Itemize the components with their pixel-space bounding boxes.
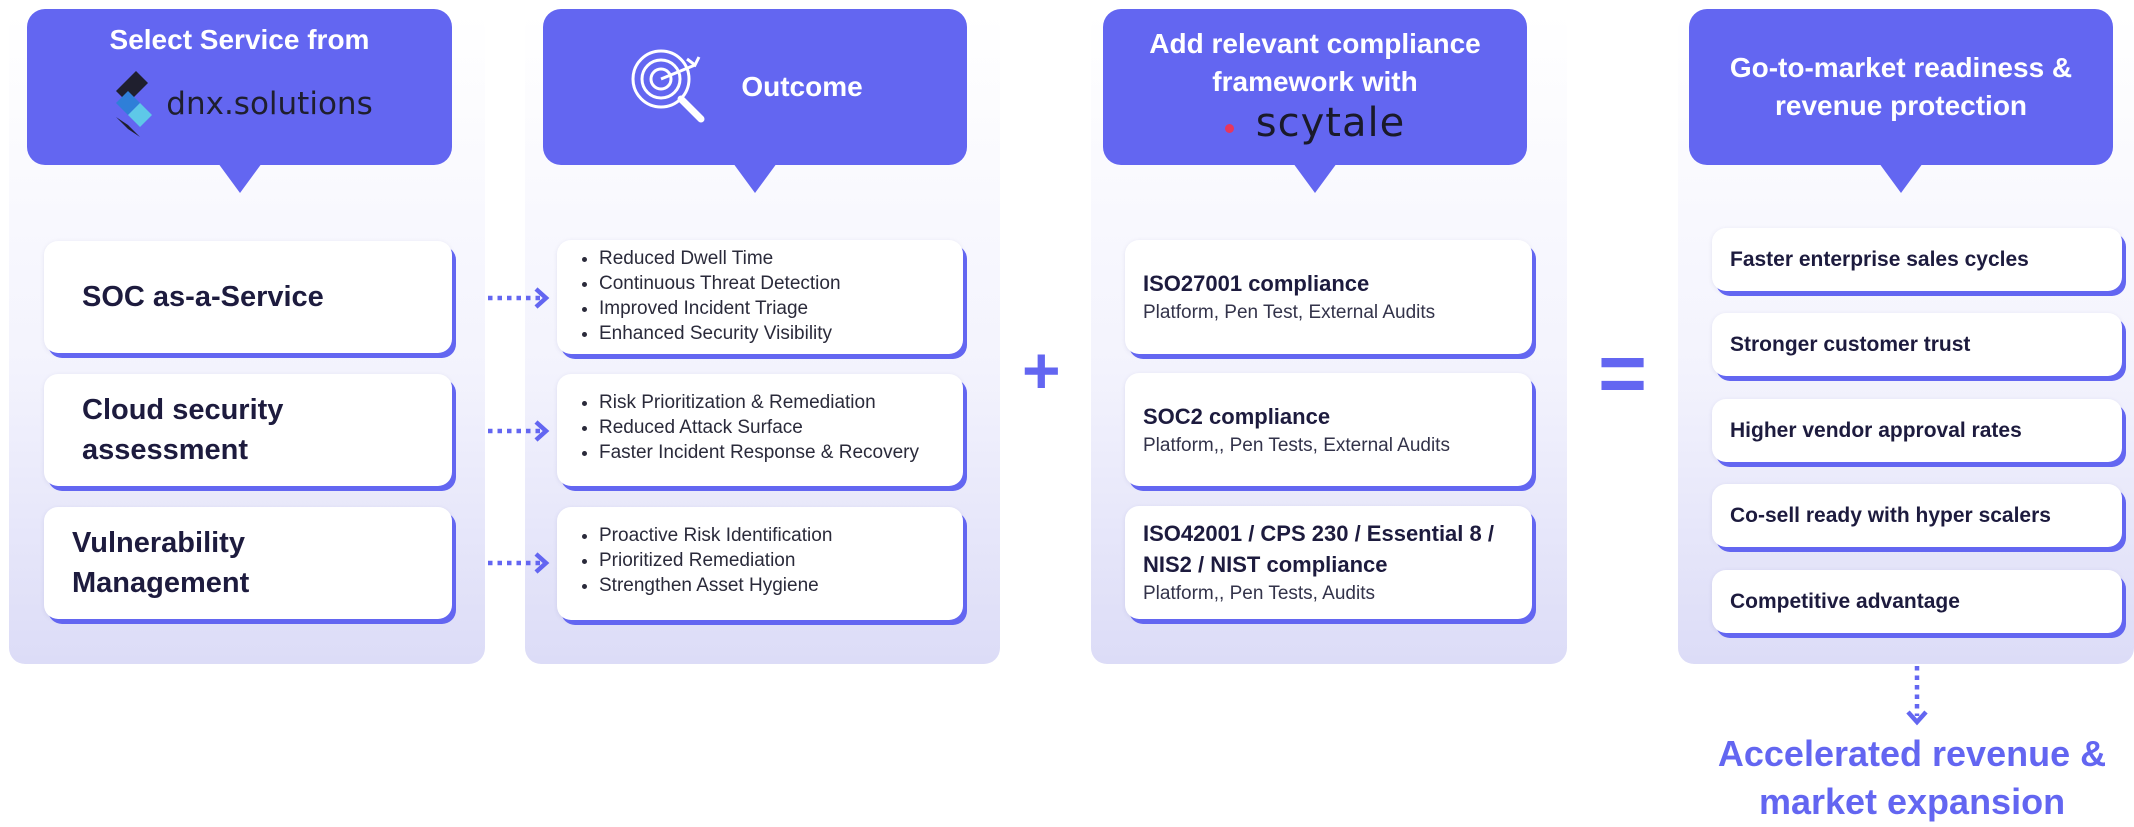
outcome-card-3: Proactive Risk Identification Prioritize… — [557, 507, 963, 620]
service-card-cloud: Cloud security assessment — [44, 374, 452, 486]
outcome-list: Proactive Risk Identification Prioritize… — [557, 523, 963, 598]
result-card: Co-sell ready with hyper scalers — [1712, 484, 2122, 547]
compliance-sub: Platform,, Pen Tests, Audits — [1143, 583, 1375, 604]
compliance-card-iso27001: ISO27001 compliance Platform, Pen Test, … — [1125, 240, 1532, 354]
dotted-arrow-2 — [488, 420, 550, 442]
compliance-title: SOC2 compliance — [1143, 403, 1331, 429]
outcome-card-1: Reduced Dwell Time Continuous Threat Det… — [557, 240, 963, 354]
result-card: Stronger customer trust — [1712, 313, 2122, 376]
outcome-item: Faster Incident Response & Recovery — [599, 440, 963, 465]
result-header-title: Go-to-market readiness & revenue protect… — [1729, 52, 2073, 121]
dotted-arrow-3 — [488, 552, 550, 574]
outcome-header-title: Outcome — [741, 71, 863, 102]
dnx-logo: dnx.solutions — [106, 69, 373, 139]
result-label: Faster enterprise sales cycles — [1730, 247, 2029, 271]
equals-operator: = — [1598, 326, 1648, 420]
compliance-sub: Platform, Pen Test, External Audits — [1143, 302, 1436, 323]
dnx-logo-icon — [116, 71, 153, 137]
compliance-title: ISO42001 / CPS 230 / Essential 8 / NIS2 … — [1143, 521, 1494, 577]
dotted-arrow-1 — [488, 287, 550, 309]
scytale-logo: scytale — [1224, 100, 1406, 146]
outcome-item: Enhanced Security Visibility — [599, 321, 963, 346]
final-outcome: Accelerated revenue & market expansion — [1717, 733, 2107, 822]
outcome-list: Risk Prioritization & Remediation Reduce… — [557, 390, 963, 465]
outcome-item: Prioritized Remediation — [599, 548, 963, 573]
target-search-icon — [631, 49, 705, 123]
result-card: Competitive advantage — [1712, 570, 2122, 633]
outcome-list: Reduced Dwell Time Continuous Threat Det… — [557, 246, 963, 346]
scytale-dot-icon — [1224, 123, 1234, 133]
compliance-header-line2: framework with — [1212, 66, 1418, 97]
compliance-title: ISO27001 compliance — [1143, 271, 1370, 296]
outcome-item: Reduced Attack Surface — [599, 415, 963, 440]
service-card-soc: SOC as-a-Service — [44, 241, 452, 353]
compliance-header: Add relevant compliance framework with s… — [1103, 9, 1527, 165]
result-label: Stronger customer trust — [1730, 332, 1971, 356]
result-label: Co-sell ready with hyper scalers — [1730, 503, 2051, 527]
result-label: Higher vendor approval rates — [1730, 418, 2022, 442]
service-header: Select Service from dnx.solutions — [27, 9, 452, 165]
result-card: Higher vendor approval rates — [1712, 399, 2122, 462]
outcome-item: Reduced Dwell Time — [599, 246, 963, 271]
result-card: Faster enterprise sales cycles — [1712, 228, 2122, 291]
service-label: Vulnerability Management — [72, 527, 250, 599]
scytale-logo-text: scytale — [1255, 100, 1406, 146]
plus-operator: + — [1022, 333, 1061, 407]
outcome-item: Strengthen Asset Hygiene — [599, 573, 963, 598]
outcome-item: Improved Incident Triage — [599, 296, 963, 321]
compliance-card-soc2: SOC2 compliance Platform,, Pen Tests, Ex… — [1125, 373, 1532, 486]
outcome-card-2: Risk Prioritization & Remediation Reduce… — [557, 374, 963, 486]
result-header: Go-to-market readiness & revenue protect… — [1689, 9, 2113, 165]
service-label: SOC as-a-Service — [82, 281, 324, 313]
service-card-vuln: Vulnerability Management — [44, 507, 452, 619]
outcome-header: Outcome — [543, 9, 967, 165]
compliance-header-line1: Add relevant compliance — [1149, 28, 1481, 59]
outcome-item: Continuous Threat Detection — [599, 271, 963, 296]
dotted-arrow-down — [1906, 666, 1928, 726]
dnx-logo-text: dnx.solutions — [166, 86, 373, 122]
outcome-item: Risk Prioritization & Remediation — [599, 390, 963, 415]
service-header-title: Select Service from — [109, 24, 370, 55]
service-label: Cloud security assessment — [82, 394, 284, 466]
compliance-card-multi: ISO42001 / CPS 230 / Essential 8 / NIS2 … — [1125, 506, 1532, 619]
compliance-sub: Platform,, Pen Tests, External Audits — [1143, 434, 1450, 456]
outcome-item: Proactive Risk Identification — [599, 523, 963, 548]
result-label: Competitive advantage — [1730, 589, 1960, 613]
